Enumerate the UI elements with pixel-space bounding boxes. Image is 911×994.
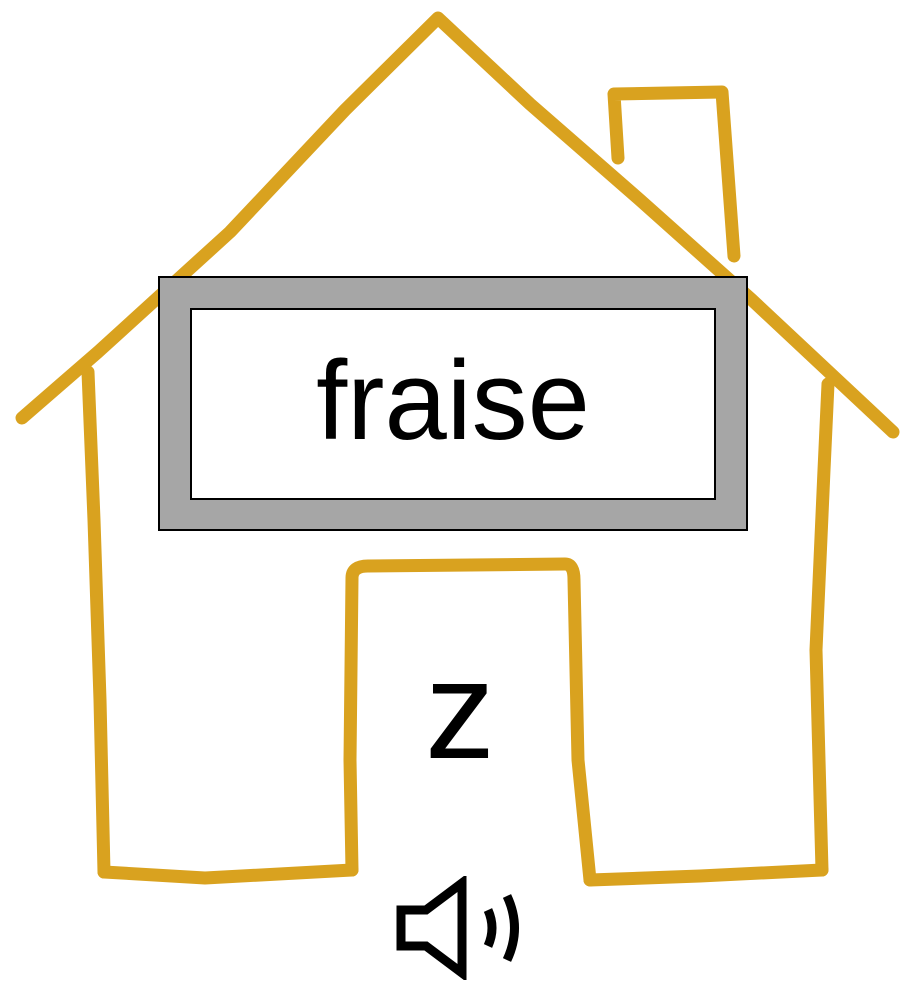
left-wall — [81, 365, 111, 879]
word-box: fraise — [190, 308, 716, 500]
floor-right — [583, 863, 829, 887]
door-outline — [343, 557, 597, 887]
word-text: fraise — [316, 338, 590, 463]
speaker-icon — [396, 876, 519, 980]
roof-line — [15, 11, 900, 439]
floor-left — [97, 863, 359, 885]
chimney — [607, 85, 741, 263]
play-audio-button[interactable] — [392, 876, 538, 980]
door-letter: z — [425, 631, 495, 788]
right-wall — [809, 377, 835, 877]
word-frame: fraise — [158, 276, 748, 531]
